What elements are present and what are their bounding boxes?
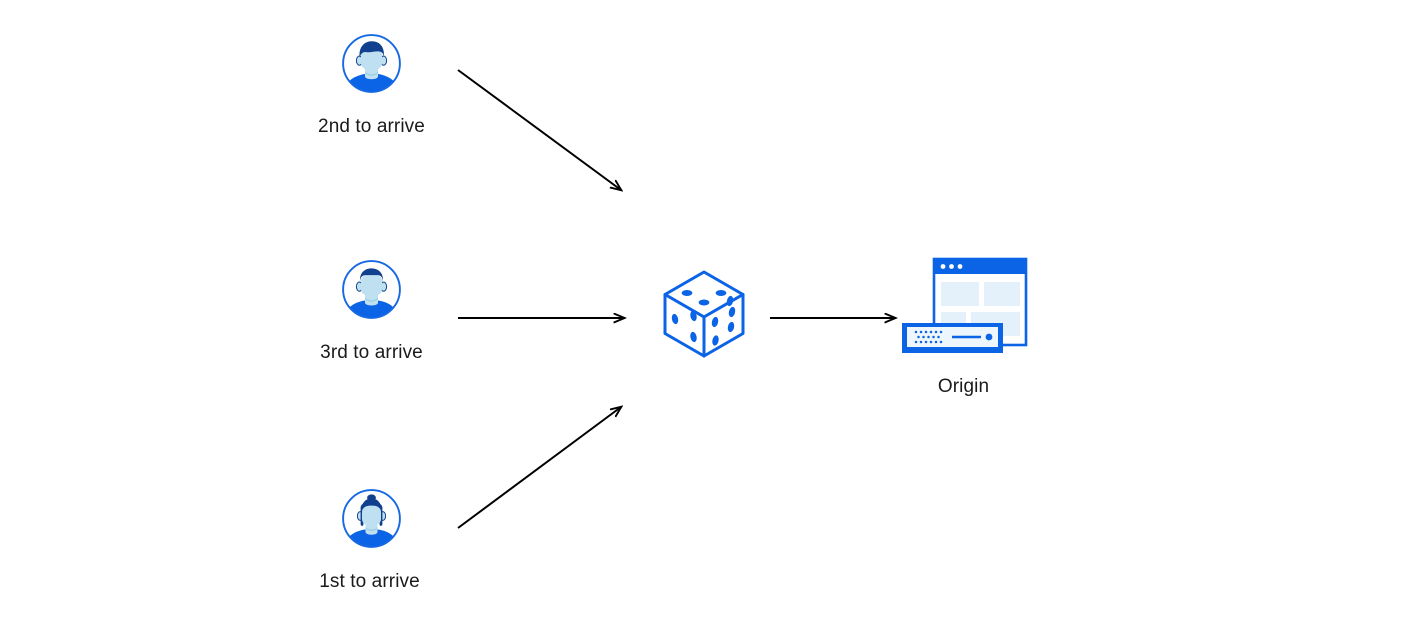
client-label-2nd: 2nd to arrive <box>318 116 425 137</box>
dice-icon <box>660 268 748 360</box>
arrow-2nd-to-dice <box>457 69 621 190</box>
user-avatar-icon <box>341 259 402 320</box>
client-label-3rd: 3rd to arrive <box>320 342 423 363</box>
arrow-1st-to-dice <box>457 407 621 529</box>
client-label-1st: 1st to arrive <box>319 571 420 592</box>
origin-server-icon <box>898 256 1030 360</box>
server-appliance-glyph <box>902 323 1003 353</box>
user-avatar-icon <box>341 33 402 94</box>
user-avatar-icon <box>341 488 402 549</box>
origin-label: Origin <box>937 376 990 397</box>
